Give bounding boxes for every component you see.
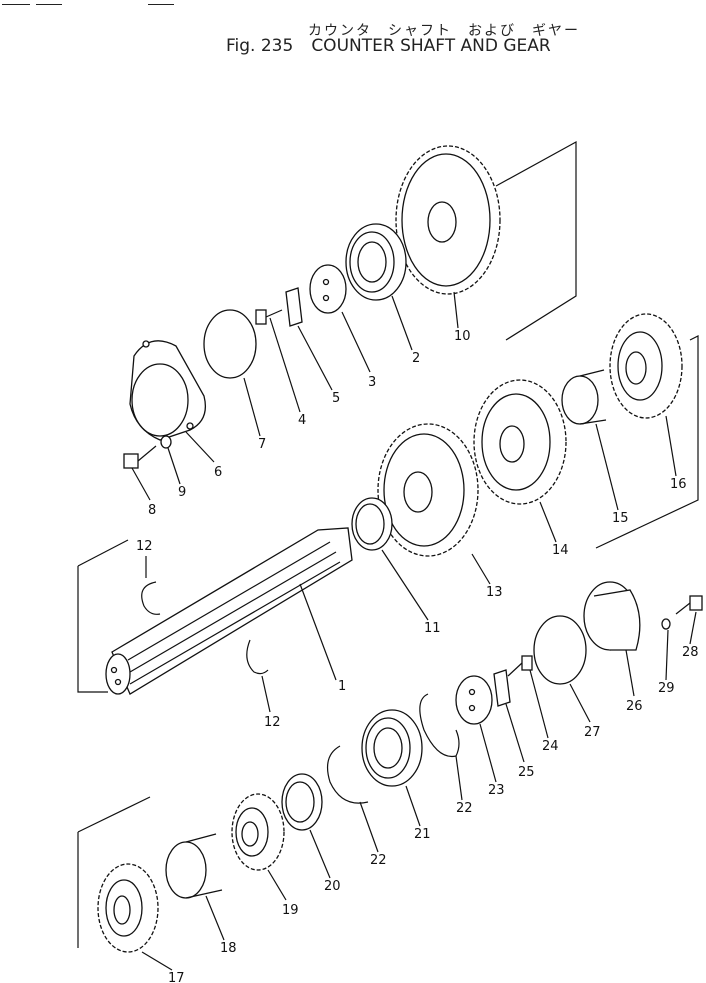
callout-13: 13 bbox=[486, 585, 503, 600]
callout-4: 4 bbox=[298, 413, 306, 428]
callout-10: 10 bbox=[454, 329, 471, 344]
snap-ring-22-lower bbox=[327, 745, 369, 804]
callout-5: 5 bbox=[332, 391, 340, 406]
ring-20 bbox=[281, 773, 323, 831]
gear-14 bbox=[473, 379, 567, 505]
callout-labels: 1 2 3 4 5 6 7 8 9 10 11 12 12 13 14 15 1… bbox=[136, 329, 699, 983]
callout-22-lower: 22 bbox=[370, 853, 387, 868]
callout-22-upper: 22 bbox=[456, 801, 473, 816]
bearing-21 bbox=[361, 709, 423, 787]
callout-2: 2 bbox=[412, 351, 420, 366]
callout-19: 19 bbox=[282, 903, 299, 918]
group-bracket-shaft bbox=[77, 539, 129, 693]
callout-6: 6 bbox=[214, 465, 222, 480]
callout-20: 20 bbox=[324, 879, 341, 894]
o-ring-27 bbox=[533, 615, 587, 685]
lock-plate-5 bbox=[285, 287, 303, 327]
bolt-8 bbox=[123, 445, 157, 469]
cover-6 bbox=[129, 340, 207, 441]
callout-9: 9 bbox=[178, 485, 186, 500]
callout-14: 14 bbox=[552, 543, 569, 558]
snap-ring-22-upper bbox=[419, 693, 460, 758]
callout-23: 23 bbox=[488, 783, 505, 798]
group-bracket-top bbox=[495, 140, 577, 341]
cover-23 bbox=[455, 675, 493, 725]
gear-16 bbox=[609, 313, 683, 419]
callout-11: 11 bbox=[424, 621, 441, 636]
group-bracket-middle bbox=[595, 335, 699, 549]
callout-16: 16 bbox=[670, 477, 687, 492]
ring-11 bbox=[351, 497, 393, 551]
figure-caption: COUNTER SHAFT AND GEAR bbox=[311, 36, 551, 56]
group-bracket-bottom bbox=[77, 796, 151, 948]
callout-7: 7 bbox=[258, 437, 266, 452]
callout-26: 26 bbox=[626, 699, 643, 714]
callout-29: 29 bbox=[658, 681, 675, 696]
lock-plate-25 bbox=[493, 669, 511, 707]
callout-21: 21 bbox=[414, 827, 431, 842]
callout-28: 28 bbox=[682, 645, 699, 660]
corner-mark bbox=[2, 4, 30, 5]
spacer-15 bbox=[561, 369, 607, 425]
callout-24: 24 bbox=[542, 739, 559, 754]
spacer-18 bbox=[165, 833, 223, 899]
o-ring-7 bbox=[203, 309, 257, 379]
snap-ring-12-upper bbox=[141, 581, 161, 615]
callout-25: 25 bbox=[518, 765, 535, 780]
counter-shaft-1 bbox=[105, 527, 353, 695]
snap-ring-12-lower bbox=[246, 639, 269, 675]
figure-number: Fig. 235 bbox=[226, 36, 294, 56]
cover-3 bbox=[309, 264, 347, 314]
bolt-4 bbox=[255, 309, 283, 325]
callout-15: 15 bbox=[612, 511, 629, 526]
gear-10 bbox=[395, 145, 501, 295]
callout-17: 17 bbox=[168, 971, 185, 983]
corner-mark bbox=[36, 4, 62, 5]
callout-1: 1 bbox=[338, 679, 346, 694]
bolt-28 bbox=[675, 595, 703, 615]
gear-13 bbox=[377, 423, 479, 557]
callout-8: 8 bbox=[148, 503, 156, 518]
corner-mark bbox=[148, 4, 174, 5]
callout-12-upper: 12 bbox=[136, 539, 153, 554]
bolt-24 bbox=[507, 655, 533, 677]
bearing-2 bbox=[345, 223, 407, 301]
callout-3: 3 bbox=[368, 375, 376, 390]
callout-12-lower: 12 bbox=[264, 715, 281, 730]
title-japanese: カウンタ シャフト および ギヤー bbox=[308, 23, 580, 39]
cover-26 bbox=[583, 581, 641, 651]
washer-9 bbox=[160, 435, 172, 449]
figure-title: Fig. 235 COUNTER SHAFT AND GEAR bbox=[226, 36, 569, 56]
gear-17 bbox=[97, 863, 159, 953]
gear-19 bbox=[231, 793, 285, 871]
leader-lines bbox=[131, 291, 697, 971]
callout-27: 27 bbox=[584, 725, 601, 740]
callout-18: 18 bbox=[220, 941, 237, 956]
washer-29 bbox=[661, 618, 671, 630]
